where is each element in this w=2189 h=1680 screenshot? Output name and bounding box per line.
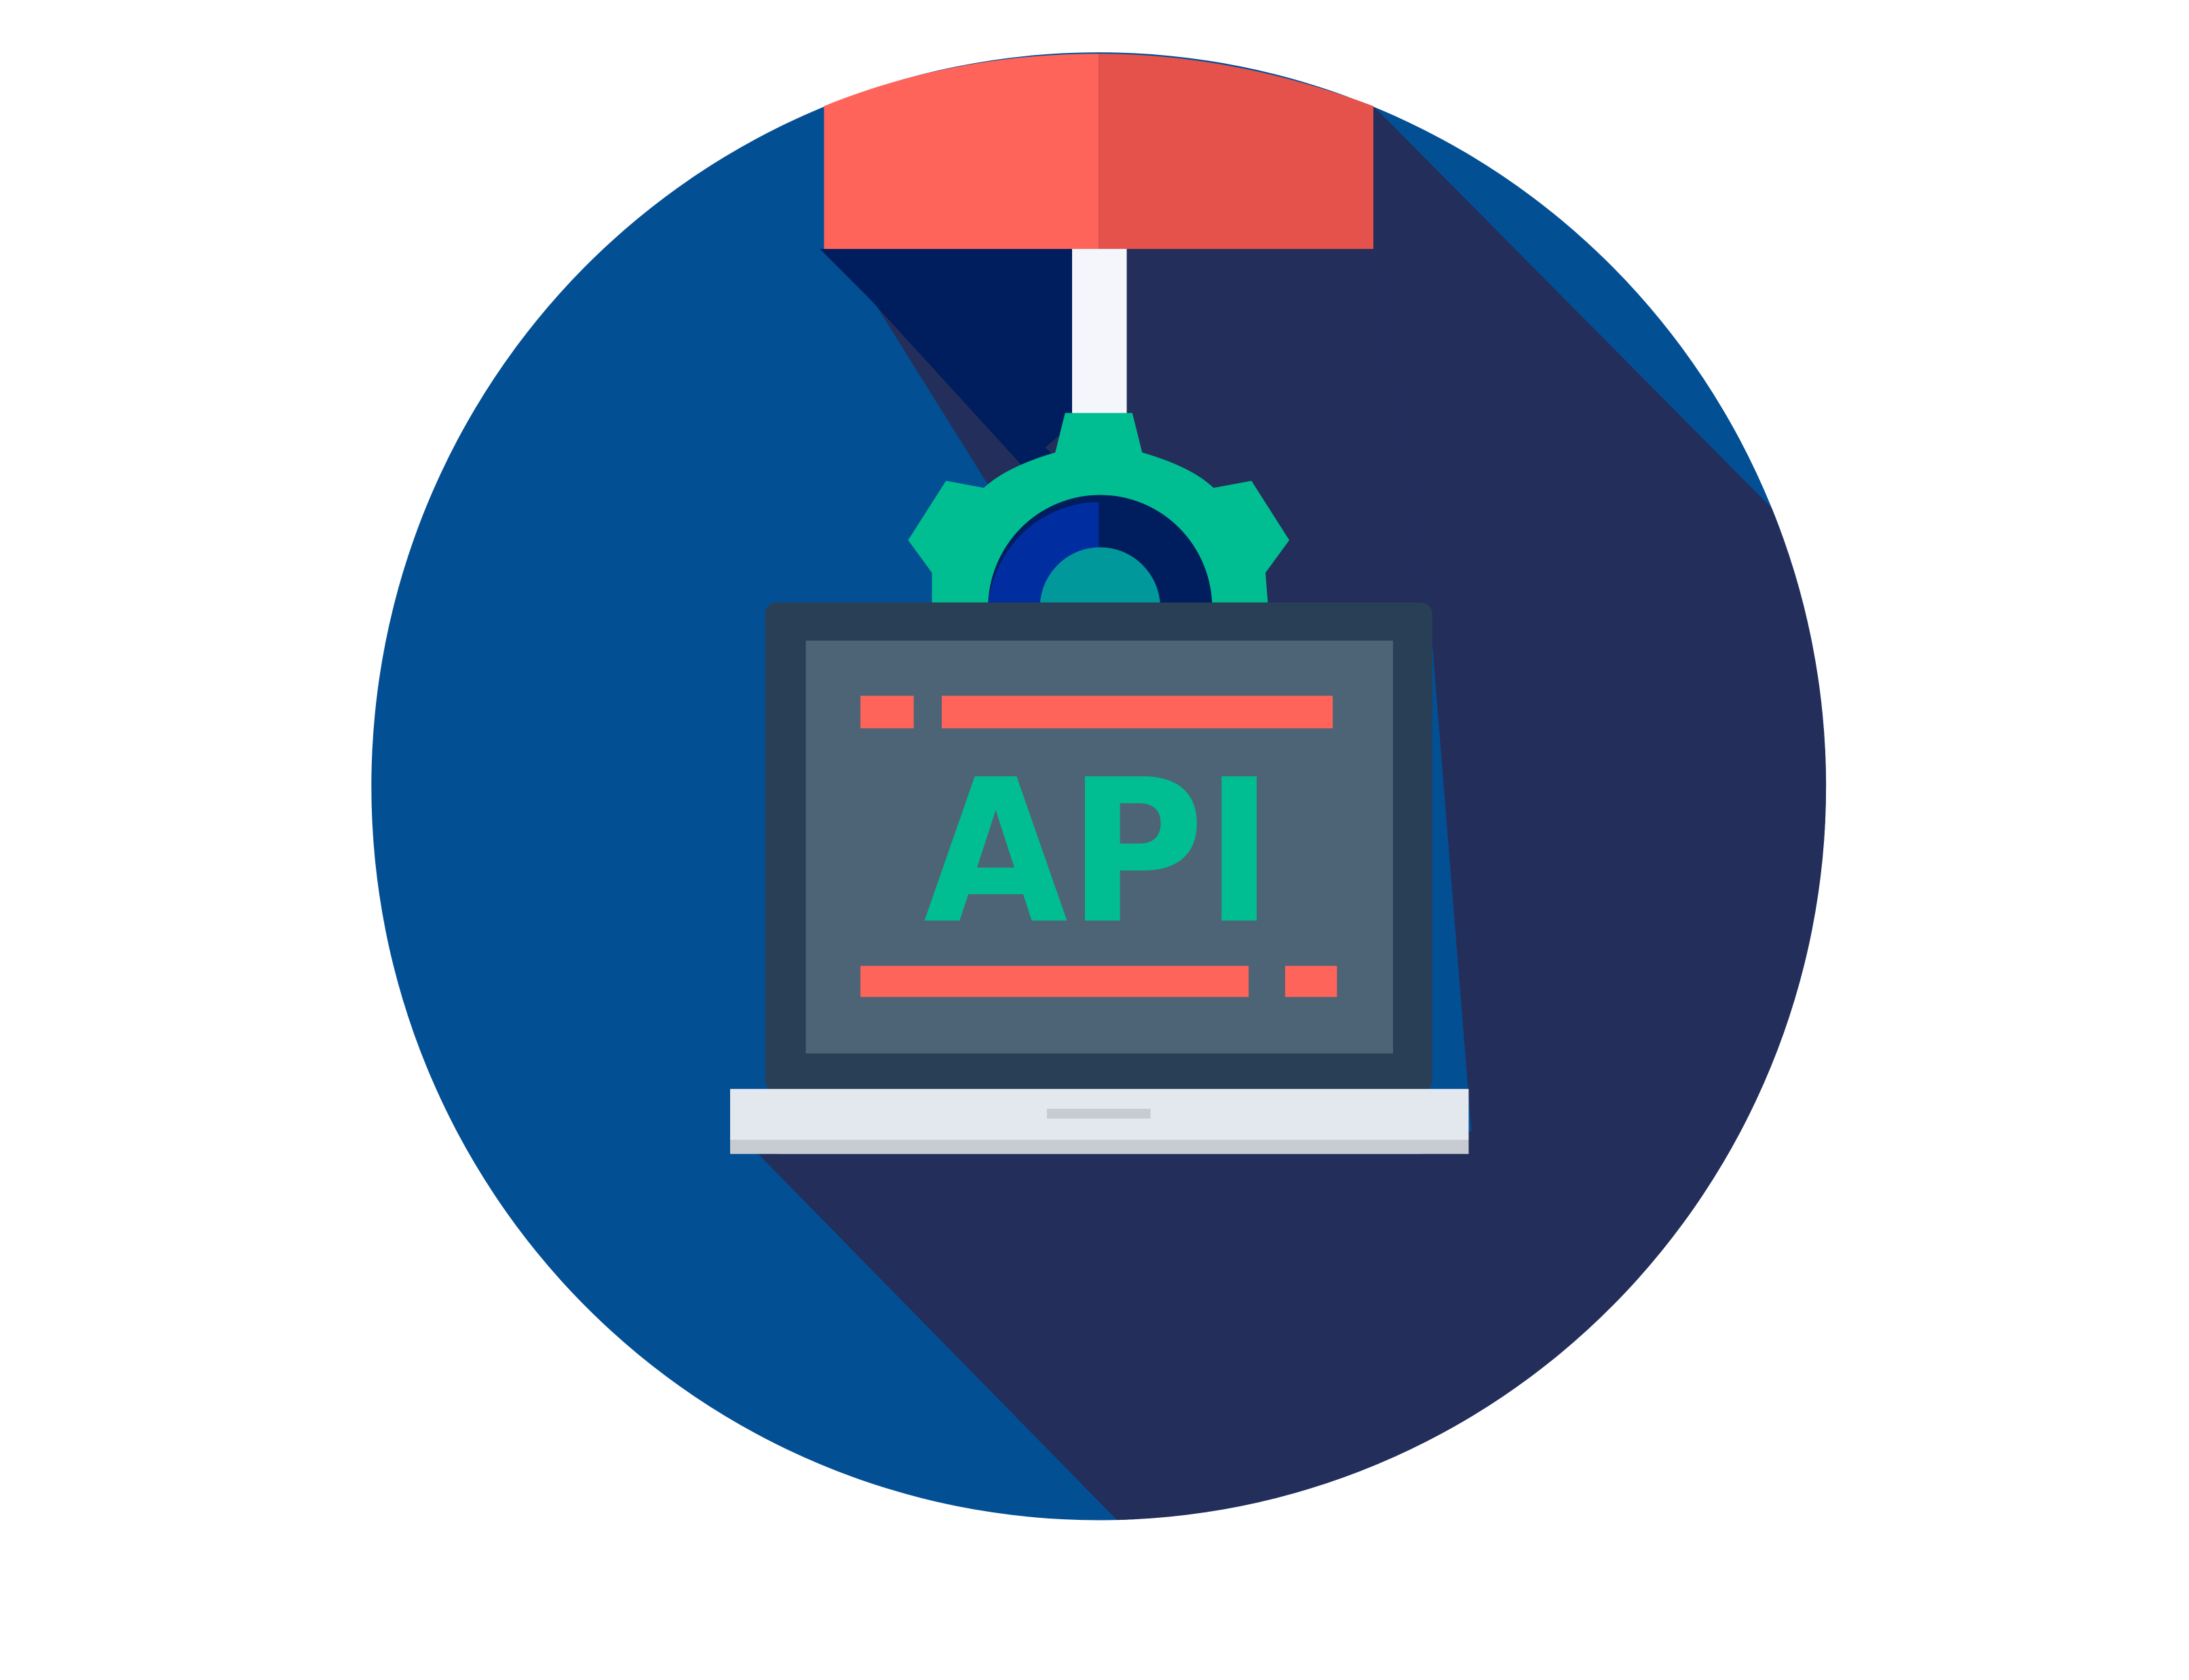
screen-bar-long-top	[941, 695, 1333, 729]
long-shadow	[757, 106, 1827, 1521]
gear-hub	[1040, 547, 1161, 609]
laptop-base-shadow	[730, 1139, 1469, 1154]
screen-bar-long-bottom	[860, 966, 1249, 997]
laptop-base	[730, 1088, 1469, 1154]
plunger-rod	[1071, 248, 1127, 416]
api-label: API	[924, 737, 1274, 968]
handle-left	[824, 54, 1099, 249]
handle-right	[1099, 54, 1373, 249]
gear-icon	[908, 413, 1290, 609]
trackpad-slot	[1046, 1108, 1151, 1119]
screen-bar-short-top	[860, 695, 914, 729]
screen-bar-short-bottom	[1284, 966, 1337, 997]
laptop: API	[730, 602, 1469, 1154]
plunger-handle-icon	[824, 54, 1373, 416]
